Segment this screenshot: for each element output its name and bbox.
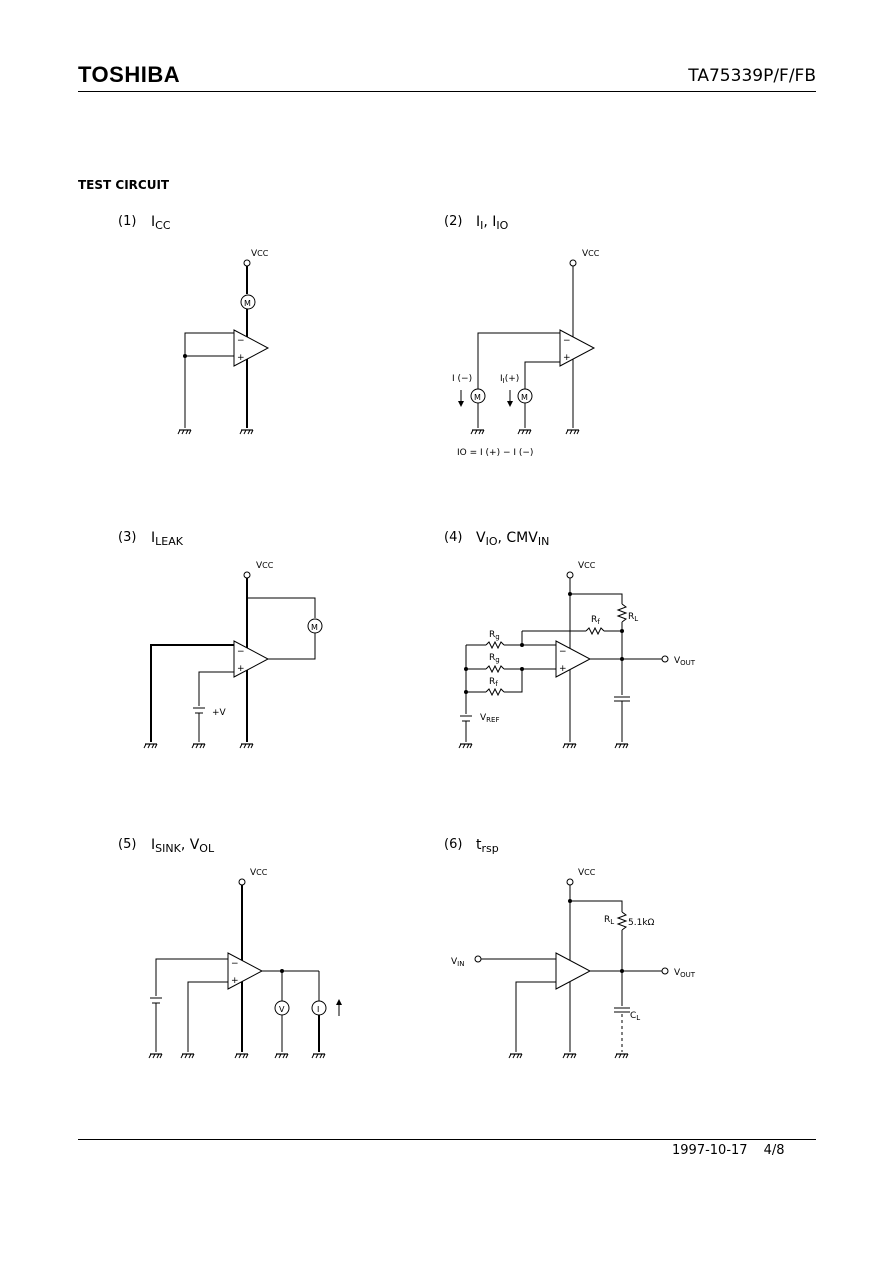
- svg-text:VOUT: VOUT: [674, 968, 696, 979]
- op-amp-icon: [555, 640, 592, 678]
- svg-text:(4): (4): [444, 530, 462, 545]
- svg-text:(5): (5): [118, 837, 136, 852]
- vcc-label: VCC: [251, 249, 269, 259]
- op-amp-icon: [555, 952, 592, 990]
- svg-text:VIN: VIN: [451, 957, 464, 968]
- op-amp-icon: [559, 329, 596, 367]
- svg-text:I: I: [317, 1005, 319, 1014]
- svg-text:VOUT: VOUT: [674, 656, 696, 667]
- svg-text:VIO, CMVIN: VIO, CMVIN: [476, 530, 549, 548]
- svg-text:+: +: [563, 353, 571, 363]
- svg-text:+: +: [231, 976, 239, 986]
- current-arrow-icon: [458, 390, 464, 407]
- iio-formula: IO = I (+) − I (−): [457, 448, 533, 458]
- svg-text:M: M: [474, 393, 481, 402]
- brand-logo: TOSHIBA: [78, 62, 181, 87]
- circuit-3-ileak: (3) ILEAK VCC M − + +V: [118, 530, 323, 749]
- part-number: TA75339P/F/FB: [688, 66, 816, 86]
- op-amp-icon: [227, 952, 264, 990]
- svg-text:trsp: trsp: [476, 837, 499, 855]
- circuit-6-trsp: (6) trsp VCC RL 5.1kΩ VIN VOUT CL: [444, 837, 696, 1059]
- svg-text:Rg: Rg: [489, 630, 500, 641]
- resistor-rl-icon: [616, 911, 628, 931]
- header-rule: [78, 91, 816, 92]
- resistor-rl-icon: [616, 603, 628, 623]
- svg-text:CL: CL: [630, 1011, 640, 1022]
- svg-text:+: +: [237, 664, 245, 674]
- svg-text:II, IIO: II, IIO: [476, 214, 509, 232]
- circuit-1-icc: (1) ICC VCC M − +: [118, 214, 270, 435]
- svg-text:(6): (6): [444, 837, 462, 852]
- svg-text:I (−): I (−): [452, 374, 472, 384]
- svg-text:VCC: VCC: [578, 561, 596, 571]
- resistor-rf-icon: [585, 626, 605, 636]
- svg-text:Rf: Rf: [591, 615, 600, 626]
- svg-text:VCC: VCC: [582, 249, 600, 259]
- ammeter-label: M: [244, 299, 251, 308]
- svg-text:−: −: [559, 647, 567, 657]
- resistor-rg-icon: [485, 664, 505, 674]
- op-amp-icon: [233, 329, 270, 367]
- footer: 1997-10-17 4/8: [672, 1143, 784, 1158]
- svg-text:+: +: [237, 353, 245, 363]
- svg-text:VCC: VCC: [578, 868, 596, 878]
- svg-text:−: −: [237, 647, 245, 657]
- circuit-2-ii-iio: (2) II, IIO VCC − + M M I (−) II(+) IO =…: [444, 214, 600, 458]
- page-number: 4/8: [763, 1143, 785, 1158]
- op-amp-icon: [233, 640, 270, 678]
- resistor-rf-icon: [485, 687, 505, 697]
- circuit-1-title: ICC: [151, 214, 171, 232]
- circuit-5-isink-vol: (5) ISINK, VOL VCC − + V I: [118, 837, 342, 1059]
- svg-text:RL: RL: [628, 612, 638, 623]
- svg-text:+V: +V: [212, 708, 227, 718]
- svg-text:V: V: [279, 1005, 285, 1014]
- svg-text:5.1kΩ: 5.1kΩ: [628, 918, 655, 928]
- svg-text:−: −: [563, 336, 571, 346]
- svg-text:RL: RL: [604, 915, 614, 926]
- svg-text:VCC: VCC: [256, 561, 274, 571]
- section-title: TEST CIRCUIT: [78, 178, 170, 192]
- footer-rule: [78, 1139, 816, 1140]
- svg-text:II(+): II(+): [500, 374, 519, 385]
- svg-text:M: M: [521, 393, 528, 402]
- footer-date: 1997-10-17: [672, 1143, 748, 1158]
- current-arrow-icon: [507, 390, 513, 407]
- svg-text:ISINK, VOL: ISINK, VOL: [151, 837, 215, 855]
- resistor-rg-icon: [485, 640, 505, 650]
- vcc-terminal: [243, 259, 251, 267]
- circuit-4-vio-cmvin: (4) VIO, CMVIN VCC RL − + VOUT Rf Rg: [444, 530, 696, 749]
- svg-text:(2): (2): [444, 214, 462, 229]
- svg-text:+: +: [559, 664, 567, 674]
- svg-text:−: −: [231, 959, 239, 969]
- svg-text:Rf: Rf: [489, 677, 498, 688]
- svg-text:VREF: VREF: [480, 713, 500, 724]
- svg-text:VCC: VCC: [250, 868, 268, 878]
- svg-text:ILEAK: ILEAK: [151, 530, 184, 548]
- svg-text:(3): (3): [118, 530, 136, 545]
- circuit-1-number: (1): [118, 214, 136, 229]
- svg-text:Rg: Rg: [489, 653, 500, 664]
- svg-text:−: −: [237, 336, 245, 346]
- current-arrow-icon: [336, 999, 342, 1016]
- svg-text:M: M: [311, 623, 318, 632]
